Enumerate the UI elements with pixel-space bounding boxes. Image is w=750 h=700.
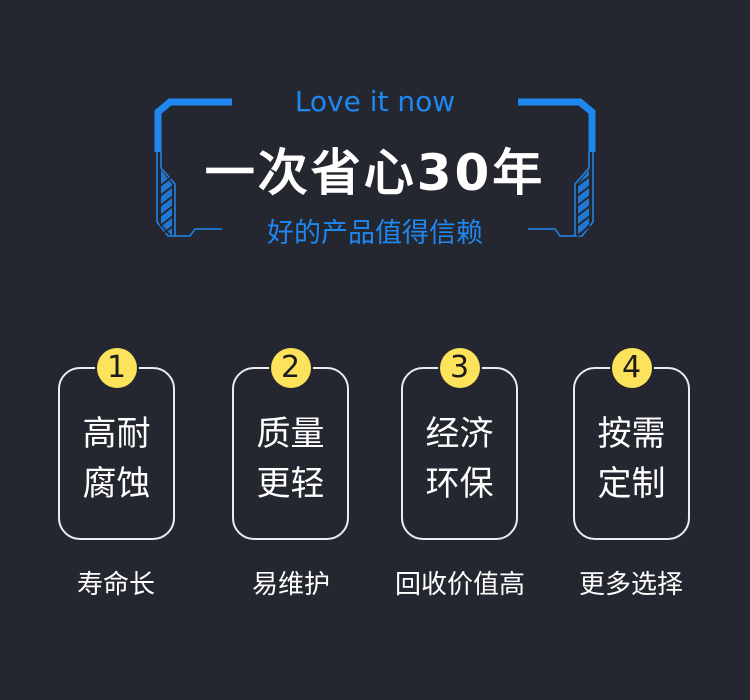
feature-line-2: 定制 <box>597 464 666 504</box>
feature-card-4: 4 按需 定制 <box>573 348 690 540</box>
left-bracket-icon <box>154 98 232 237</box>
feature-line-2: 腐蚀 <box>82 464 151 504</box>
feature-line-1: 按需 <box>597 414 666 454</box>
feature-text: 按需 定制 <box>575 409 688 509</box>
feature-line-1: 高耐 <box>82 414 151 454</box>
number-badge: 1 <box>96 348 137 388</box>
tech-frame-decoration <box>154 98 596 237</box>
number-badge: 3 <box>439 348 480 388</box>
feature-caption-1: 寿命长 <box>76 570 155 600</box>
feature-line-1: 质量 <box>256 414 325 454</box>
main-title: 一次省心30年 <box>204 144 546 202</box>
feature-card-3: 3 经济 环保 <box>401 348 518 540</box>
number-badge: 4 <box>611 348 652 388</box>
feature-caption-3: 回收价值高 <box>394 570 525 600</box>
feature-card-1: 1 高耐 腐蚀 <box>58 348 175 540</box>
right-bracket-icon <box>518 98 596 237</box>
number-badge: 2 <box>270 348 311 388</box>
header-banner: Love it now 一次省心30年 好的产品值得信赖 <box>0 0 750 260</box>
feature-line-2: 更轻 <box>256 464 325 504</box>
subtitle: 好的产品值得信赖 <box>267 218 483 249</box>
feature-caption-2: 易维护 <box>251 570 330 600</box>
feature-caption-4: 更多选择 <box>578 570 683 600</box>
feature-text: 质量 更轻 <box>234 409 347 509</box>
feature-line-1: 经济 <box>425 414 494 454</box>
feature-text: 高耐 腐蚀 <box>60 409 173 509</box>
tagline: Love it now <box>294 85 456 118</box>
feature-card-2: 2 质量 更轻 <box>232 348 349 540</box>
feature-line-2: 环保 <box>425 464 494 504</box>
feature-text: 经济 环保 <box>403 409 516 509</box>
